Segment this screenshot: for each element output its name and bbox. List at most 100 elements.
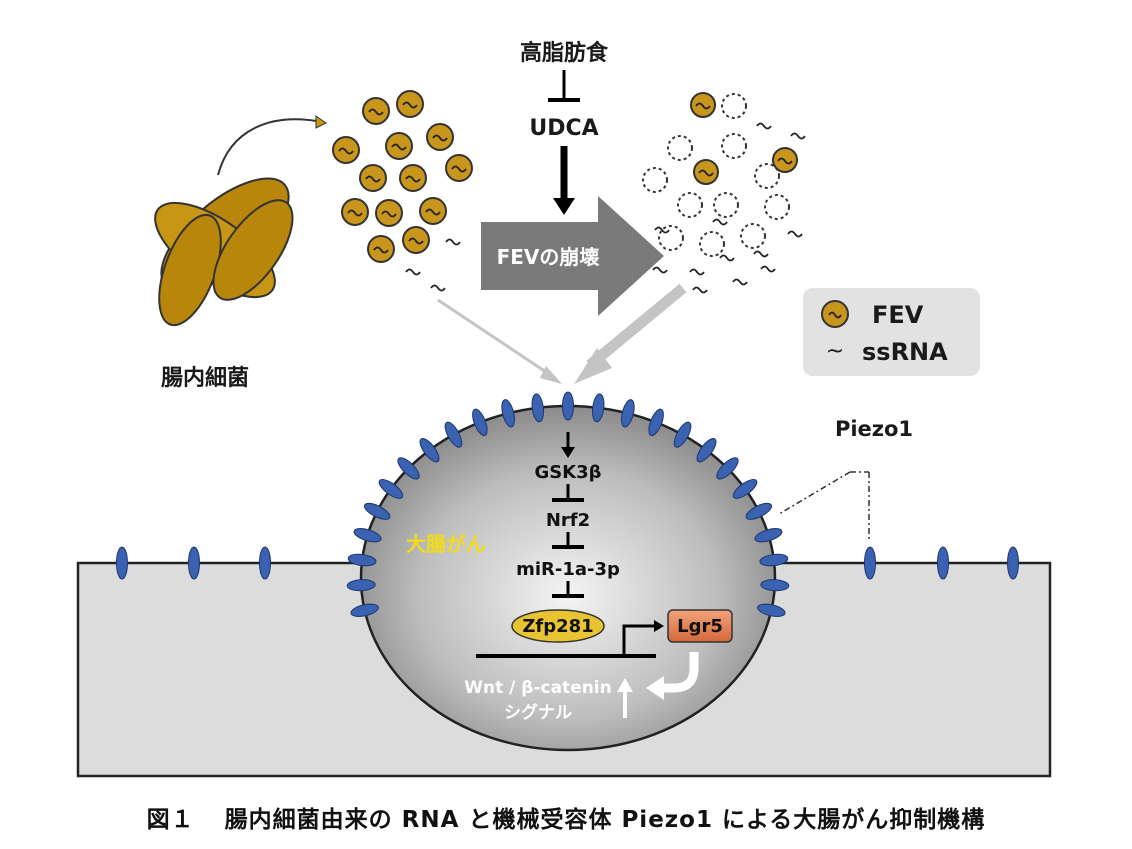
broken-vesicle-icon <box>658 225 684 251</box>
broken-vesicle-icon <box>713 192 739 218</box>
ssrna-wave-icon <box>425 208 441 216</box>
ssrna-wave-icon <box>408 237 424 245</box>
fev-collapse-label: FEVの崩壊 <box>497 245 601 269</box>
ssrna-wave-icon <box>338 147 354 155</box>
piezo1-receptor-icon <box>188 546 200 580</box>
zfp281-label: Zfp281 <box>522 616 593 637</box>
promoter-arrow <box>622 624 656 656</box>
ssrna-wave-icon <box>712 218 728 226</box>
bacteria-label: 腸内細菌 <box>161 365 249 391</box>
fev-collapse-arrow: FEVの崩壊 <box>481 196 664 316</box>
figure-number: 図１ <box>146 807 195 833</box>
piezo1-receptor-icon <box>363 502 391 520</box>
gsk3b-label: GSK3β <box>534 462 601 483</box>
collapsed-fev-cluster <box>642 92 798 257</box>
legend-fev-wave <box>828 311 842 319</box>
ssrna-wave-icon <box>405 175 421 183</box>
ssrna-wave-icon <box>451 165 467 173</box>
nrf2-label: Nrf2 <box>546 510 590 531</box>
broken-vesicle-icon <box>699 231 725 257</box>
ssrna-wave-icon <box>695 102 711 110</box>
ssrna-wave-icon <box>777 157 793 165</box>
piezo1-receptor-icon <box>347 553 377 567</box>
ssrna-wave-icon <box>365 175 381 183</box>
lgr5-feedback-arrow <box>660 652 699 693</box>
ssrna-wave-icon <box>430 284 446 292</box>
ssrna-delivery-arrowhead <box>574 348 612 384</box>
ssrna-wave-icon <box>445 238 461 246</box>
piezo1-annotation: Piezo1 <box>778 417 913 542</box>
udca-label: UDCA <box>529 116 598 141</box>
ssrna-wave-icon <box>654 226 670 234</box>
broken-vesicle-icon <box>764 194 790 220</box>
ssrna-wave-icon <box>402 101 418 109</box>
ssrna-wave-icon <box>405 268 421 276</box>
piezo1-receptor-icon <box>350 603 379 617</box>
intact-fev-cluster <box>332 90 473 263</box>
ssrna-wave-icon <box>652 266 668 274</box>
fev-delivery-arrow <box>437 298 556 380</box>
signaling-pathway: GSK3β Nrf2 miR-1a-3p Zfp281 Lgr5 Wnt / β… <box>464 432 733 723</box>
piezo1-receptor-icon <box>346 579 376 592</box>
legend-fev-label: FEV <box>872 301 924 329</box>
piezo1-receptor-icon <box>716 457 739 480</box>
ssrna-wave-icon <box>732 278 748 286</box>
upregulation-arrowhead <box>617 678 633 692</box>
piezo1-receptor-icon <box>757 603 786 617</box>
lgr5-feedback-arrowhead <box>646 676 664 700</box>
broken-vesicle-icon <box>721 133 747 159</box>
piezo1-receptor-icon <box>620 399 635 428</box>
piezo1-pointer-cell <box>778 471 851 515</box>
ssrna-wave-icon <box>756 122 772 130</box>
broken-vesicle-icon <box>754 163 780 189</box>
release-arrowhead <box>315 115 327 129</box>
piezo1-receptor-icon <box>754 528 783 543</box>
arrowhead-gsk <box>561 447 575 458</box>
piezo1-receptor-icon <box>1007 546 1019 580</box>
ssrna-wave-icon <box>719 254 735 262</box>
fev-delivery-arrowhead <box>540 366 562 384</box>
bacterium-4 <box>212 199 294 301</box>
udca-pathway: 高脂肪食 UDCA <box>520 40 609 215</box>
piezo1-receptor-icon <box>397 457 420 480</box>
release-arrow <box>217 118 323 176</box>
piezo1-receptor-icon <box>937 546 949 580</box>
ssrna-wave-icon <box>787 230 803 238</box>
ssrna-wave-icon <box>698 169 714 177</box>
lgr5-label: Lgr5 <box>677 616 723 637</box>
diet-label: 高脂肪食 <box>520 40 609 66</box>
piezo1-receptor-icon <box>745 502 773 520</box>
piezo1-receptor-icon <box>648 408 664 437</box>
piezo1-receptor-icon <box>864 546 876 580</box>
legend: FEV ~ ssRNA <box>803 288 980 376</box>
broken-vesicle-icon <box>721 93 747 119</box>
piezo1-receptor-icon <box>259 546 271 580</box>
ssrna-wave-icon <box>368 108 384 116</box>
zfp281-node <box>511 609 605 643</box>
piezo1-receptors <box>116 391 1019 617</box>
piezo1-receptor-icon <box>116 546 128 580</box>
piezo1-label: Piezo1 <box>835 417 913 441</box>
legend-ssrna-label: ssRNA <box>862 338 948 366</box>
piezo1-receptor-icon <box>732 479 758 499</box>
promoter-arrowhead <box>654 620 664 632</box>
mir-label: miR-1a-3p <box>516 559 620 580</box>
gut-bacteria-cluster: 腸内細菌 <box>154 115 327 391</box>
ssrna-wave-icon <box>790 132 806 140</box>
ssrna-delivery-arrow <box>586 283 687 370</box>
piezo1-receptor-icon <box>696 437 717 463</box>
udca-arrowhead <box>553 198 575 215</box>
cancer-label: 大腸がん <box>406 532 486 556</box>
piezo1-receptor-icon <box>501 399 516 428</box>
piezo1-receptor-icon <box>562 391 574 421</box>
lgr5-node <box>667 609 733 643</box>
ssrna-wave-icon <box>692 286 708 294</box>
ssrna-wave-icon <box>391 143 407 151</box>
piezo1-receptor-icon <box>472 408 488 437</box>
broken-vesicle-icon <box>642 167 668 193</box>
collapse-arrow-shape <box>481 196 664 316</box>
ssrna-wave-icon <box>753 250 769 258</box>
broken-vesicle-icon <box>740 223 766 249</box>
